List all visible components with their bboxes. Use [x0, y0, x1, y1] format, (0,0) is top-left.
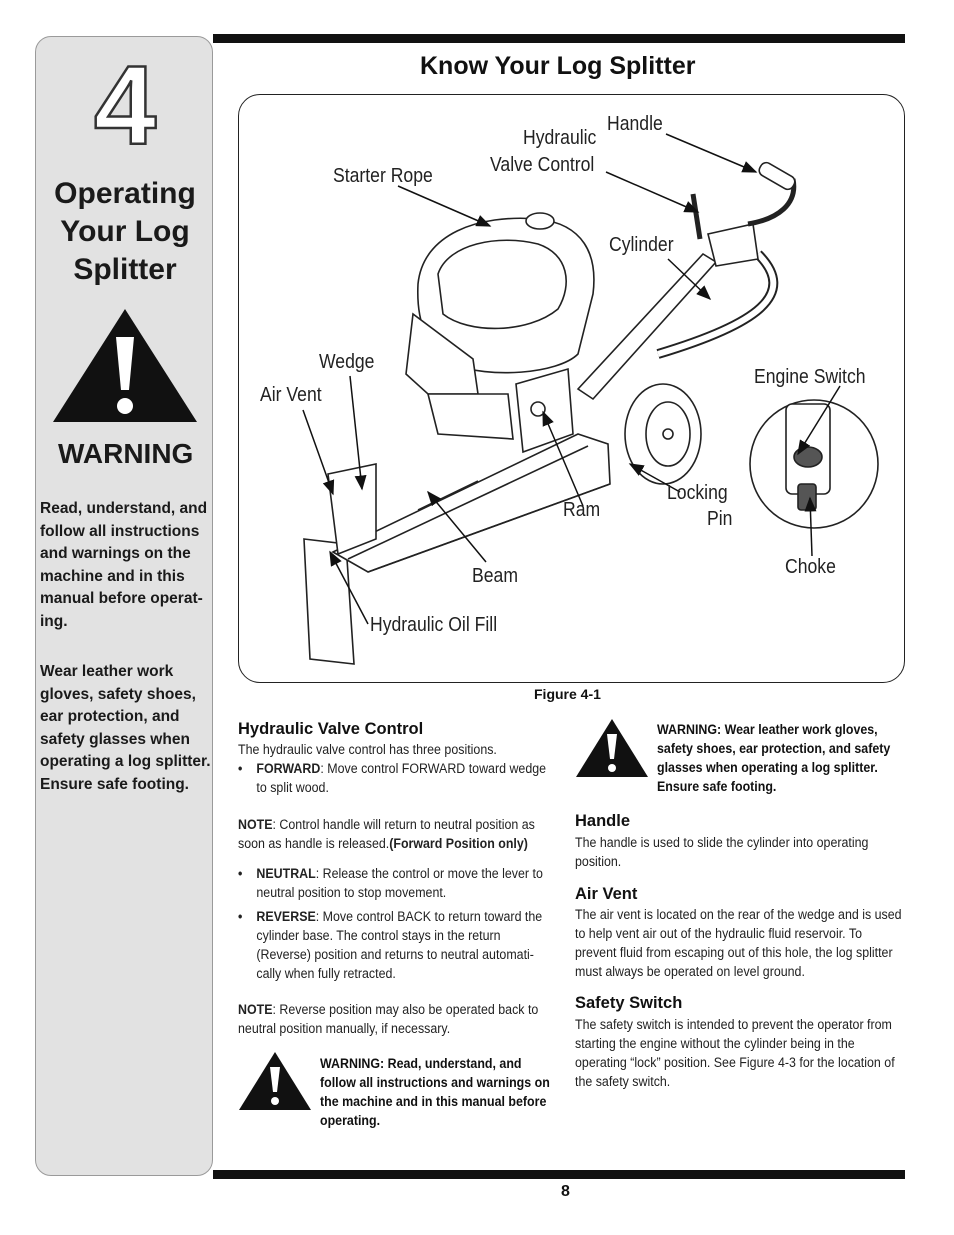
safety-gear-paragraph: Wear leather work gloves, safety shoes, … — [40, 663, 211, 793]
label-wedge: Wedge — [319, 351, 375, 373]
warning-triangle-icon — [576, 719, 648, 777]
sidebar-panel — [35, 36, 213, 1176]
air-vent-text: The air vent is located on the rear of t… — [575, 907, 902, 979]
section-heading-hydraulic-valve-control: Hydraulic Valve Control — [238, 720, 424, 738]
page-number: 8 — [561, 1183, 570, 1200]
term-forward: FORWARD — [256, 761, 321, 776]
note-text: : Control handle will return to neutral … — [238, 817, 535, 851]
list-item-reverse: • REVERSE: Move control BACK to return t… — [238, 909, 543, 981]
label-hydraulic-oil-fill: Hydraulic Oil Fill — [370, 614, 498, 636]
note-bold: (Forward Position only) — [389, 836, 528, 851]
warning-safety-gear: WARNING: Wear leather work gloves, safet… — [657, 722, 891, 794]
note-term: NOTE — [238, 1002, 273, 1017]
hvc-intro: The hydraulic valve control has three po… — [238, 742, 497, 757]
log-splitter-illustration — [302, 133, 879, 665]
forward-text: : Move control FORWARD toward wedge to s… — [256, 761, 547, 795]
warning-triangle-icon — [53, 309, 197, 422]
label-locking-pin: Locking — [667, 482, 728, 504]
warning-heading: WARNING — [58, 438, 194, 469]
label-locking-pin: Pin — [707, 508, 733, 530]
label-ram: Ram — [563, 499, 601, 521]
reverse-text: : Move control BACK to return toward the… — [256, 909, 543, 981]
label-hydraulic-valve-control: Hydraulic — [523, 127, 597, 149]
label-cylinder: Cylinder — [609, 234, 674, 256]
section-heading-safety-switch: Safety Switch — [575, 994, 683, 1012]
chapter-title: Operating Your Log Splitter — [40, 175, 210, 289]
list-item-neutral: • NEUTRAL: Release the control or move t… — [238, 866, 543, 900]
term-reverse: REVERSE — [256, 909, 316, 924]
warning-paragraph: Read, understand, and follow all instruc… — [40, 500, 208, 630]
note-term: NOTE — [238, 817, 273, 832]
label-hydraulic-valve-control: Valve Control — [490, 154, 595, 176]
list-item-forward: • FORWARD: Move control FORWARD toward w… — [238, 761, 547, 795]
term-neutral: NEUTRAL — [256, 866, 316, 881]
label-choke: Choke — [785, 556, 836, 578]
svg-text:4: 4 — [94, 52, 156, 152]
chapter-number: 4 — [93, 52, 158, 152]
figure-frame — [238, 94, 905, 683]
bottom-rule — [213, 1170, 905, 1179]
label-air-vent: Air Vent — [260, 384, 322, 406]
warning-read-instructions: WARNING: Read, understand, and follow al… — [320, 1056, 550, 1128]
note-reverse: NOTE: Reverse position may also be opera… — [238, 1000, 555, 1038]
handle-text: The handle is used to slide the cylinder… — [575, 835, 869, 869]
chapter-title-line: Operating — [54, 177, 196, 210]
chapter-title-line: Your Log — [60, 215, 190, 248]
label-handle: Handle — [607, 113, 663, 135]
warning-triangle-icon — [239, 1052, 311, 1110]
safety-switch-text: The safety switch is intended to prevent… — [575, 1017, 895, 1089]
label-engine-switch: Engine Switch — [754, 366, 866, 388]
neutral-text: : Release the control or move the lever … — [256, 866, 543, 900]
label-starter-rope: Starter Rope — [333, 165, 433, 187]
chapter-title-line: Splitter — [73, 253, 177, 286]
section-heading-handle: Handle — [575, 812, 631, 830]
top-rule — [213, 34, 905, 43]
label-beam: Beam — [472, 565, 518, 587]
figure-caption: Figure 4-1 — [534, 686, 601, 702]
section-heading-air-vent: Air Vent — [575, 885, 638, 903]
note-text: : Reverse position may also be operated … — [238, 1002, 539, 1036]
page-title: Know Your Log Splitter — [420, 52, 696, 80]
note-forward: NOTE: Control handle will return to neut… — [238, 815, 555, 853]
